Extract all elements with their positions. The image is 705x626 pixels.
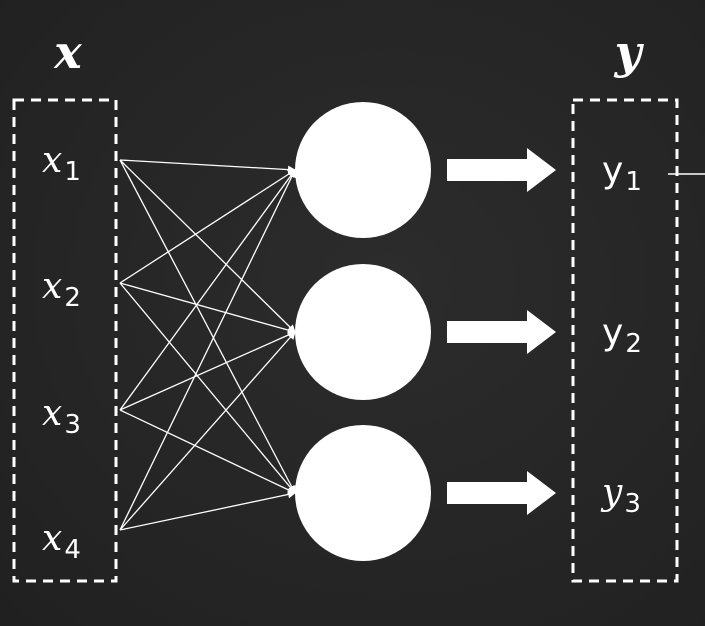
edge-x2-n1 xyxy=(119,169,296,284)
input-label-3: x3 xyxy=(42,393,81,440)
output-labels: y1 y2 y3 xyxy=(600,150,642,519)
hidden-layer xyxy=(295,102,431,561)
input-labels: x1 x2 x3 x4 xyxy=(42,140,81,565)
output-label-1: y1 xyxy=(602,150,642,197)
edge-x3-n3 xyxy=(119,409,296,494)
edge-x3-n2 xyxy=(119,331,296,411)
output-arrows xyxy=(447,148,556,515)
hidden-node-3 xyxy=(295,425,431,561)
edge-x3-n1 xyxy=(119,169,296,411)
input-title: x xyxy=(53,25,82,79)
edge-x2-n2 xyxy=(119,282,296,334)
edge-x1-n1 xyxy=(119,159,296,174)
edge-x1-n3 xyxy=(119,159,296,494)
arrow-right-icon xyxy=(447,310,556,354)
arrow-right-icon xyxy=(447,148,556,192)
output-label-3: y3 xyxy=(600,472,641,519)
edge-x1-n2 xyxy=(119,159,296,333)
output-label-2: y2 xyxy=(602,312,642,359)
edge-x2-n3 xyxy=(119,282,296,494)
hidden-node-1 xyxy=(295,102,431,238)
input-label-2: x2 xyxy=(42,266,81,313)
connections xyxy=(119,159,296,531)
output-box xyxy=(571,98,679,583)
edge-x4-n2 xyxy=(119,331,296,531)
input-label-4: x4 xyxy=(42,518,81,565)
output-title: y xyxy=(614,25,645,79)
input-box xyxy=(12,98,118,583)
edge-x4-n1 xyxy=(119,169,296,531)
hidden-node-2 xyxy=(295,264,431,400)
input-label-1: x1 xyxy=(42,140,81,187)
edge-x4-n3 xyxy=(119,490,296,531)
arrow-right-icon xyxy=(447,471,556,515)
